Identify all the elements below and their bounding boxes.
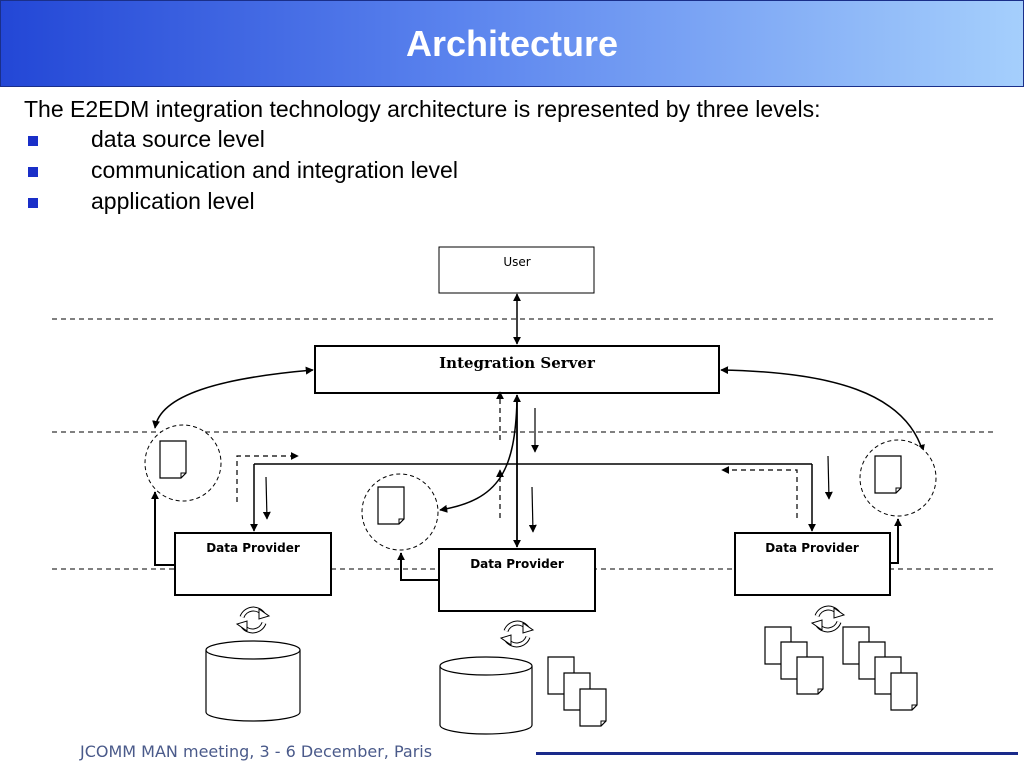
bullet-square-icon xyxy=(28,167,38,177)
user-label: User xyxy=(503,255,530,269)
provider-doc-link xyxy=(890,518,902,564)
user-box xyxy=(438,246,595,294)
title-bar: Architecture xyxy=(0,0,1024,87)
provider-doc-link xyxy=(397,552,439,581)
footer-rule xyxy=(536,752,1018,755)
dashed-arrow xyxy=(721,466,798,518)
data-provider-box xyxy=(174,532,332,596)
data-provider-box xyxy=(438,548,596,612)
curved-link-left xyxy=(152,366,314,429)
bullet-square-icon xyxy=(28,198,38,208)
data-provider-label: Data Provider xyxy=(206,541,300,555)
curved-link-middle xyxy=(439,399,518,513)
bullet-square-icon xyxy=(28,136,38,146)
database-icon xyxy=(439,656,533,735)
integration-server-box xyxy=(314,345,720,394)
slide-title: Architecture xyxy=(405,23,619,64)
flow-arrow xyxy=(528,486,537,533)
levels-list: data source level communication and inte… xyxy=(24,124,458,217)
document-stack-icon xyxy=(842,626,918,711)
level-item: communication and integration level xyxy=(24,155,458,186)
sync-icon xyxy=(812,608,844,630)
document-icon xyxy=(159,440,187,479)
document-icon xyxy=(874,455,902,494)
data-provider-box xyxy=(734,532,891,596)
level-item: data source level xyxy=(24,124,458,155)
document-icon xyxy=(377,486,405,525)
curved-link-right xyxy=(720,366,925,453)
intro-text: The E2EDM integration technology archite… xyxy=(24,96,821,122)
document-stack-icon xyxy=(547,656,607,727)
data-provider-label: Data Provider xyxy=(765,541,859,555)
footer-text: JCOMM MAN meeting, 3 - 6 December, Paris xyxy=(80,742,433,761)
flow-arrow xyxy=(262,476,271,520)
sync-icon xyxy=(501,623,533,645)
document-stack-icon xyxy=(764,626,824,695)
flow-arrow xyxy=(824,455,833,500)
provider-doc-link xyxy=(151,491,175,566)
level-label: data source level xyxy=(91,126,265,152)
level-label: communication and integration level xyxy=(91,157,458,183)
database-icon xyxy=(205,640,301,722)
dashed-arrow xyxy=(236,452,299,502)
level-item: application level xyxy=(24,186,458,217)
level-label: application level xyxy=(91,188,255,214)
integration-server-label: Integration Server xyxy=(439,354,596,372)
data-provider-label: Data Provider xyxy=(470,557,564,571)
sync-icon xyxy=(237,609,269,631)
